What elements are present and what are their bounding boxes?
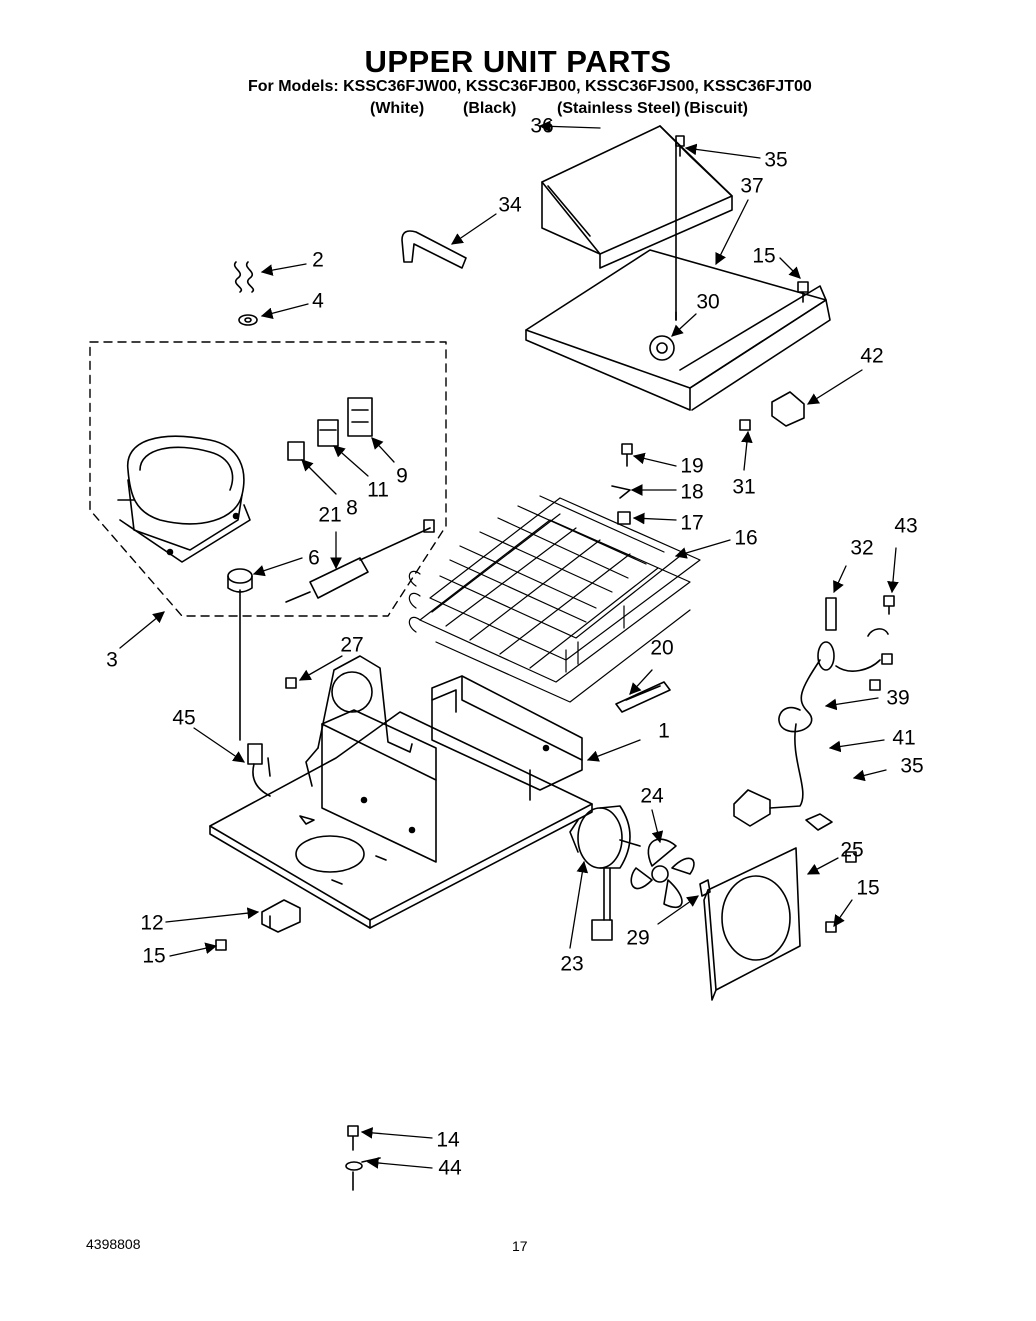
callout-15c: 15: [142, 944, 166, 968]
callout-32: 32: [850, 536, 874, 560]
callout-35a: 35: [764, 148, 788, 172]
callout-6: 6: [308, 546, 320, 570]
callout-2: 2: [312, 248, 324, 272]
shroud: [541, 125, 733, 269]
tube: [401, 230, 467, 269]
condenser-bracket: [305, 655, 437, 863]
callout-19: 19: [680, 454, 704, 478]
compressor-group-outline: [89, 341, 447, 617]
models-line: For Models: KSSC36FJW00, KSSC36FJB00, KS…: [248, 78, 812, 95]
callout-21: 21: [318, 503, 342, 527]
terminal-block: [261, 899, 301, 933]
callout-9: 9: [396, 464, 408, 488]
callout-8: 8: [346, 496, 358, 520]
fan-shroud: [703, 847, 801, 1001]
callout-12: 12: [140, 911, 164, 935]
callout-3: 3: [106, 648, 118, 672]
harness: [239, 589, 271, 797]
callout-24: 24: [640, 784, 664, 808]
evaporator: [408, 495, 701, 703]
leader-lines: [119, 120, 899, 1169]
callout-34: 34: [498, 193, 522, 217]
page-number: 17: [512, 1238, 528, 1254]
variant-stainless: (Stainless Steel): [557, 100, 681, 117]
bracket-20: [615, 681, 671, 713]
page-title: UPPER UNIT PARTS: [364, 44, 672, 79]
clips: [611, 485, 631, 525]
callout-18: 18: [680, 480, 704, 504]
callout-20: 20: [650, 636, 674, 660]
clip-and-washer: [233, 261, 258, 326]
document-number: 4398808: [86, 1236, 141, 1252]
cord-clip: [805, 813, 833, 831]
power-cord: [733, 628, 893, 827]
callout-4: 4: [312, 289, 324, 313]
clip-42: [771, 391, 805, 427]
callout-44: 44: [438, 1156, 462, 1180]
callout-39: 39: [886, 686, 910, 710]
callout-23: 23: [560, 952, 584, 976]
callout-37: 37: [740, 174, 764, 198]
callout-15a: 15: [752, 244, 776, 268]
callout-16: 16: [734, 526, 758, 550]
callout-15b: 15: [856, 876, 880, 900]
callout-14: 14: [436, 1128, 460, 1152]
callout-29: 29: [626, 926, 650, 950]
variant-biscuit: (Biscuit): [684, 100, 748, 117]
callout-35b: 35: [900, 754, 924, 778]
callout-17: 17: [680, 511, 704, 535]
callout-11: 11: [367, 478, 389, 502]
upper-bracket: [525, 139, 831, 411]
compressor: [117, 435, 251, 563]
callout-31: 31: [732, 475, 756, 499]
callout-36: 36: [530, 114, 554, 138]
variant-black: (Black): [463, 100, 517, 117]
fan-motor: [569, 805, 641, 941]
callout-1: 1: [658, 719, 670, 743]
base-pan: [209, 711, 593, 929]
callout-43: 43: [894, 514, 918, 538]
callout-30: 30: [696, 290, 720, 314]
callout-25: 25: [840, 838, 864, 862]
callout-41: 41: [892, 726, 916, 750]
connector-32: [825, 597, 837, 631]
fan-blade: [630, 838, 711, 909]
callout-27: 27: [340, 633, 364, 657]
screws: [215, 135, 895, 1151]
grommet: [227, 568, 253, 593]
callout-42: 42: [860, 344, 884, 368]
relay-parts: [287, 397, 373, 461]
filter-drier: [285, 519, 435, 603]
variant-white: (White): [370, 100, 425, 117]
callout-45: 45: [172, 706, 196, 730]
